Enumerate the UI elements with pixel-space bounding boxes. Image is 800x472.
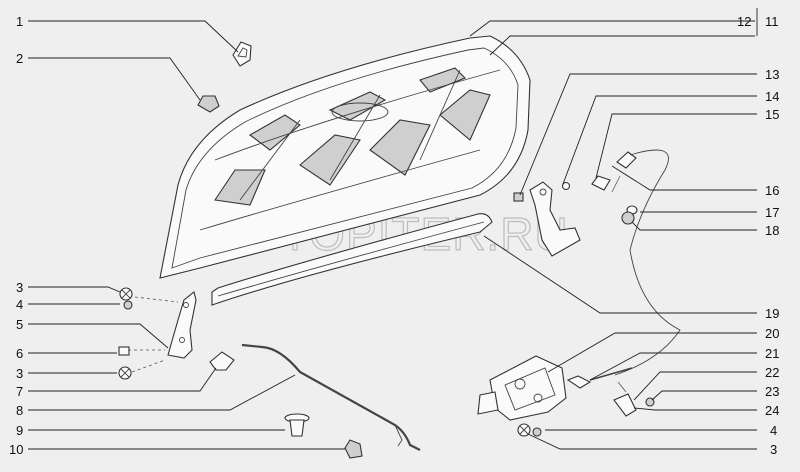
callout-10: 10 [9, 442, 23, 457]
hood-seal-strip [211, 213, 493, 306]
callout-17: 17 [765, 205, 779, 220]
hood-panel [159, 35, 531, 279]
lock-mechanism [477, 355, 567, 421]
callout-22: 22 [765, 365, 779, 380]
callout-6: 6 [16, 346, 23, 361]
callouts-left: 1 2 3 4 5 6 3 7 8 9 10 [9, 14, 23, 457]
callout-8: 8 [16, 403, 23, 418]
callout-14: 14 [765, 89, 779, 104]
callout-1: 1 [16, 14, 23, 29]
callout-20: 20 [765, 326, 779, 341]
part-7-clip [209, 351, 235, 371]
assembly-guides [128, 175, 627, 393]
washer-14 [561, 181, 571, 191]
bolt-washer-3-top [119, 287, 133, 301]
hinge-bracket [167, 291, 197, 359]
bracket-22 [613, 393, 637, 417]
washer-3-right [517, 423, 531, 437]
callout-3-right: 3 [770, 442, 777, 457]
lock-striker [529, 181, 581, 257]
callout-18: 18 [765, 223, 779, 238]
callout-5: 5 [16, 317, 23, 332]
callout-23: 23 [765, 384, 779, 399]
bolt-6 [118, 346, 130, 356]
callout-15: 15 [765, 107, 779, 122]
hood-support-rod [241, 343, 421, 451]
callout-3-lower: 3 [16, 366, 23, 381]
release-cable [614, 149, 681, 376]
washer-3-bottom [118, 366, 132, 380]
callout-24: 24 [765, 403, 779, 418]
part-1-clip [232, 41, 252, 67]
callout-2: 2 [16, 51, 23, 66]
callout-21: 21 [765, 346, 779, 361]
bolt-13 [513, 192, 524, 202]
callout-13: 13 [765, 67, 779, 82]
lock-cable-21 [566, 367, 633, 389]
callout-16: 16 [765, 183, 779, 198]
nut-4-left [123, 300, 133, 310]
part-9-push-pin [284, 413, 310, 437]
callout-4-right: 4 [770, 423, 777, 438]
callout-11: 11 [765, 14, 779, 29]
grommet-18 [621, 211, 635, 225]
callout-9: 9 [16, 423, 23, 438]
callout-3: 3 [16, 280, 23, 295]
callout-12: 12 [737, 14, 751, 29]
callouts-right: 12 11 13 14 15 16 17 18 19 20 21 22 23 2… [737, 14, 779, 457]
cable-end-15 [616, 151, 637, 169]
part-2-plug [197, 95, 220, 113]
callout-4: 4 [16, 297, 23, 312]
leader-lines [28, 8, 758, 450]
cable-sheath-16 [591, 175, 611, 191]
part-10-clamp [344, 439, 363, 459]
callout-19: 19 [765, 306, 779, 321]
callout-7: 7 [16, 384, 23, 399]
nut-4-right [532, 427, 542, 437]
